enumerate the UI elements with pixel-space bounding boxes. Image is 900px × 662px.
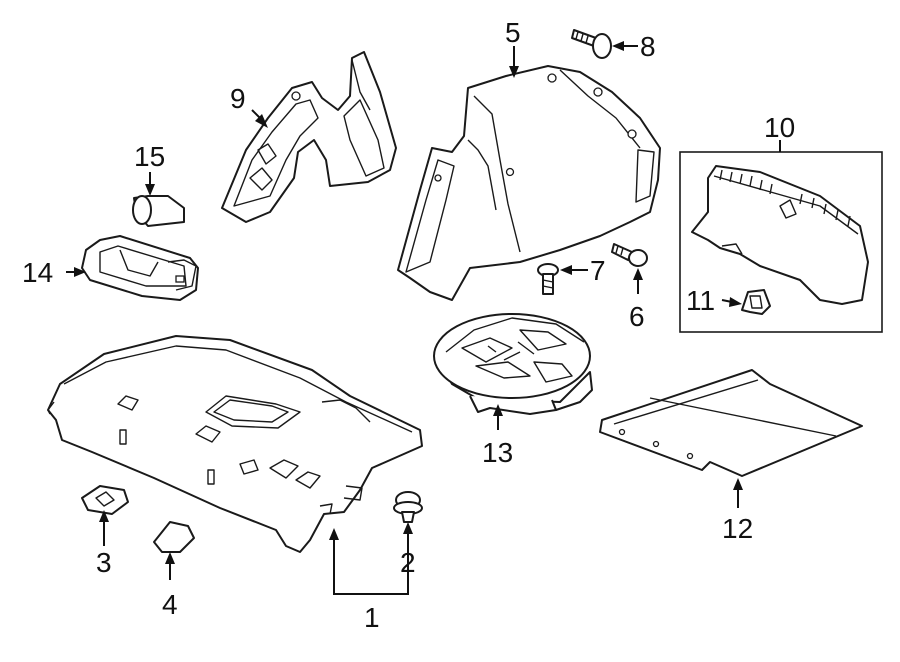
callout-11: 11 — [686, 285, 715, 316]
part-15-cap — [132, 195, 185, 227]
callout-1: 1 — [364, 602, 380, 633]
callout-3: 3 — [96, 547, 112, 578]
part-8-push-clip — [571, 29, 612, 59]
part-7-screw — [537, 263, 559, 295]
callout-7: 7 — [590, 255, 606, 286]
callout-4: 4 — [162, 589, 178, 620]
part-10-rear-trim-panel — [691, 165, 869, 305]
callout-15: 15 — [134, 141, 165, 172]
part-12-floor-board — [599, 369, 863, 477]
callout-5: 5 — [505, 17, 521, 48]
part-1-package-tray — [47, 335, 423, 553]
part-11-clip — [741, 289, 771, 315]
callout-labels: 1 2 3 4 5 6 7 8 9 10 11 12 13 14 15 — [22, 17, 795, 633]
part-2-push-clip — [393, 491, 423, 523]
leader-lines — [66, 41, 781, 595]
part-6-push-pin — [611, 243, 648, 267]
part-4-cover — [153, 521, 195, 553]
callout-2: 2 — [400, 547, 416, 578]
part-9-trim-bracket — [221, 51, 397, 223]
part-14-tray — [81, 235, 199, 301]
part-5-side-trim-panel — [397, 65, 661, 301]
callout-10: 10 — [764, 112, 795, 143]
part-13-spare-holder — [433, 313, 593, 415]
callout-12: 12 — [722, 513, 753, 544]
callout-8: 8 — [640, 31, 656, 62]
callout-13: 13 — [482, 437, 513, 468]
part-3-clip — [81, 485, 129, 515]
callout-14: 14 — [22, 257, 53, 288]
callout-6: 6 — [629, 301, 645, 332]
callout-9: 9 — [230, 83, 246, 114]
